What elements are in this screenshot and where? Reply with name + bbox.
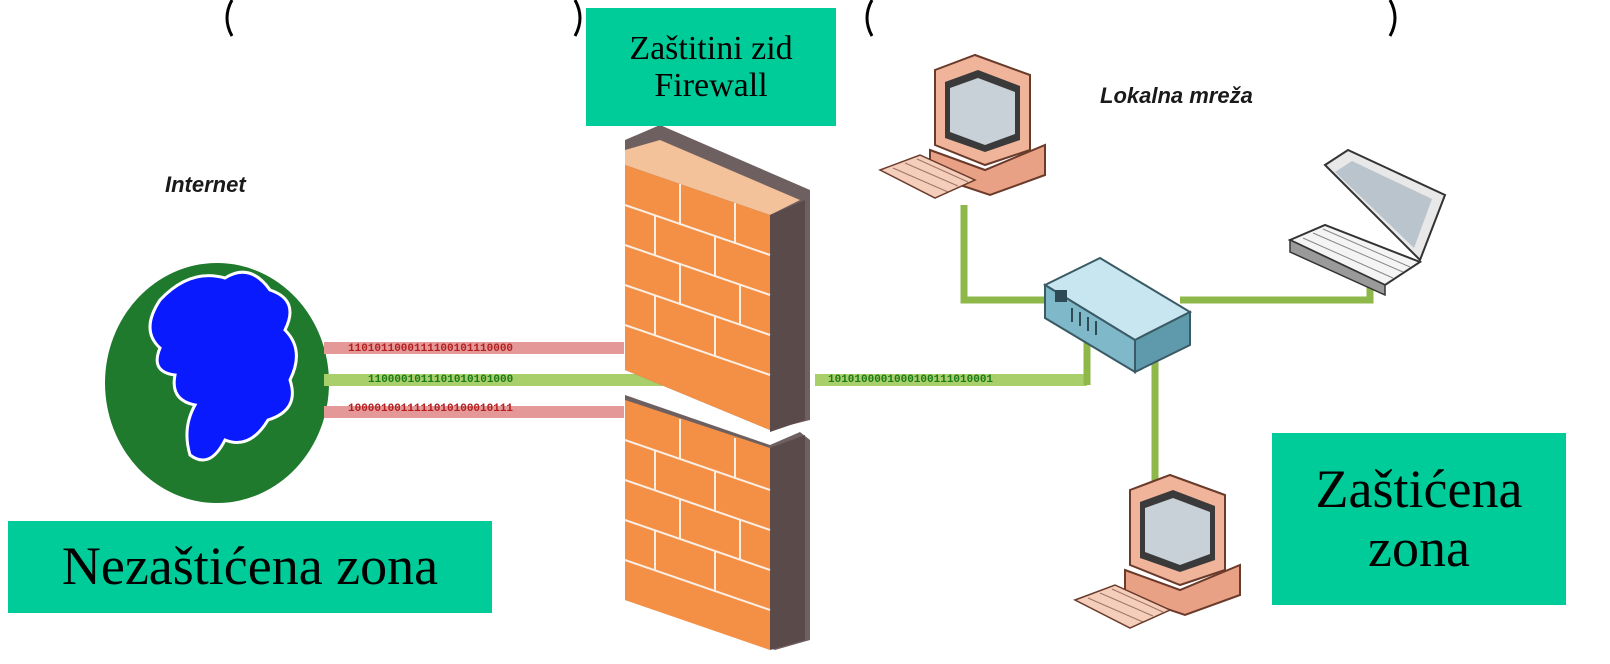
- paren-open-right: [865, 0, 874, 37]
- paren-open-left: [225, 0, 234, 37]
- brick-wall-icon: [624, 125, 810, 650]
- top-cropped-parentheses: [225, 0, 1397, 37]
- unprotected-zone-text: Nezaštićena zona: [61, 536, 439, 597]
- protected-zone-line1: Zaštićena: [1315, 458, 1523, 519]
- blocked-line-2: [324, 406, 624, 418]
- firewall-label-line1: Zaštitini zid: [629, 29, 793, 67]
- laptop-icon: [1287, 148, 1447, 297]
- network-hub-icon: [1042, 256, 1193, 374]
- allowed-line-in: [324, 374, 664, 386]
- local-network-label: Lokalna mreža: [1100, 83, 1253, 108]
- allowed-line-out: [815, 374, 1087, 386]
- allowed-bitstream-in: 1100001011101010101000: [368, 374, 514, 386]
- paren-close-left: [573, 0, 582, 37]
- blocked-line-1: [324, 342, 624, 354]
- allowed-bitstream-out: 1010100001000100111010001: [828, 374, 994, 386]
- unprotected-zone-label: Nezaštićena zona: [8, 521, 492, 613]
- globe-icon: [105, 263, 329, 503]
- firewall-label-line2: Firewall: [654, 67, 768, 104]
- desktop-computer-icon: [1073, 473, 1241, 629]
- blocked-bitstream-1: 1101011000111100101110000: [348, 343, 514, 355]
- blocked-bitstream-2: 1000010011111010100010111: [348, 403, 514, 415]
- paren-close-right: [1388, 0, 1397, 37]
- internet-label: Internet: [165, 172, 246, 197]
- desktop-computer-icon: [878, 53, 1046, 199]
- protected-zone-label: Zaštićena zona: [1272, 433, 1566, 605]
- protected-zone-line2: zona: [1368, 518, 1470, 578]
- firewall-label: Zaštitini zid Firewall: [586, 8, 836, 126]
- incoming-traffic-lines: [324, 342, 664, 418]
